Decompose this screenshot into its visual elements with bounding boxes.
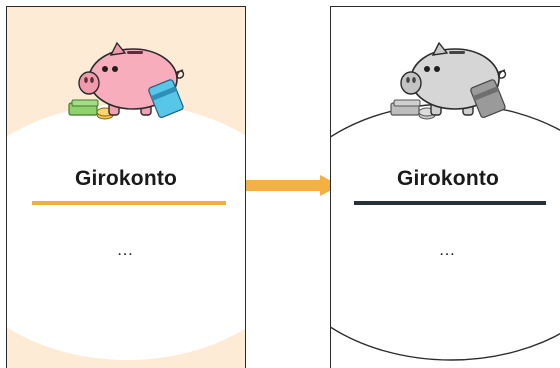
card-title: Girokonto — [396, 167, 500, 190]
card-title: Girokonto — [74, 167, 178, 190]
piggy-bank-icon — [390, 41, 507, 120]
card-title-underline — [354, 201, 546, 205]
piggy-bank-icon — [68, 41, 185, 120]
card-title-underline — [32, 201, 226, 205]
account-card-grayscale: Girokonto … — [330, 6, 560, 368]
arrow-right-icon — [246, 175, 340, 196]
card-background — [331, 7, 560, 368]
card-content-ellipsis: … — [438, 240, 458, 259]
account-card-color: Girokonto … — [6, 6, 246, 368]
card-content-ellipsis: … — [116, 240, 136, 259]
